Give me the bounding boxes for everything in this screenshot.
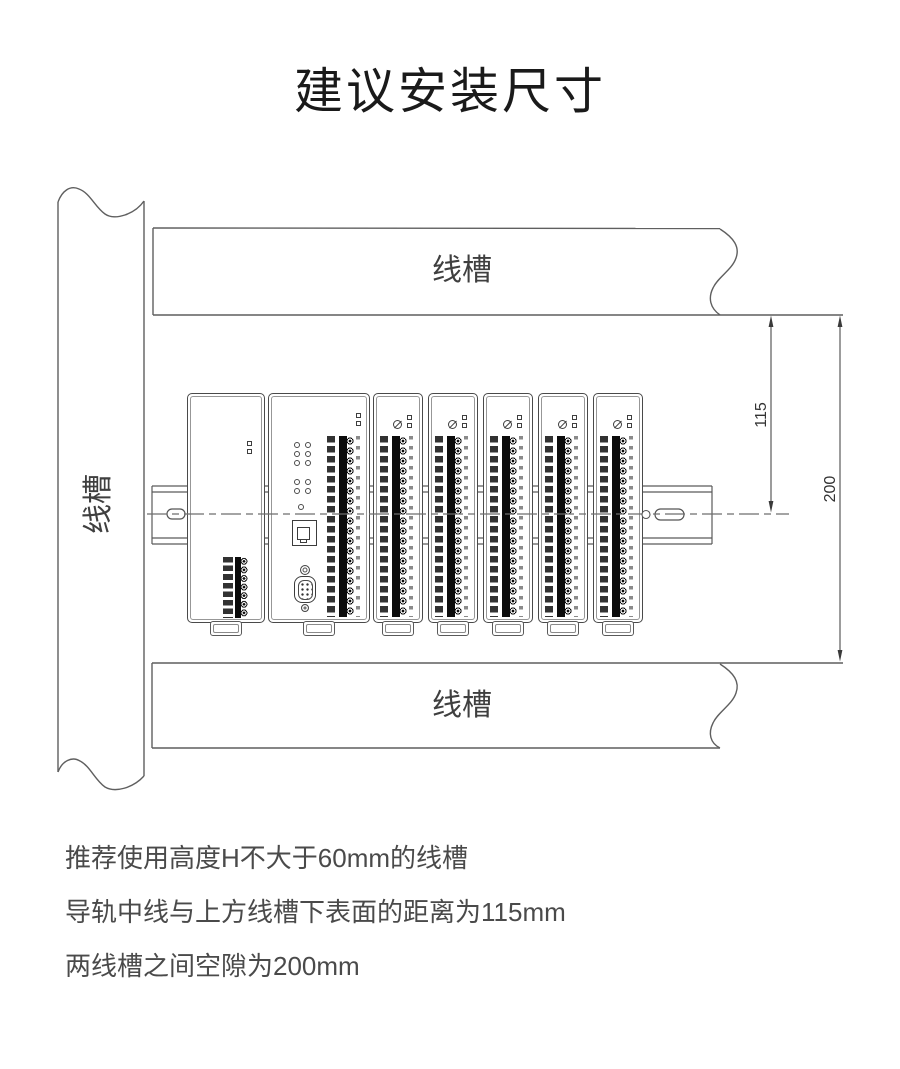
top-duct-label: 线槽 [432, 254, 492, 287]
dimension-115-label: 115 [753, 402, 770, 428]
dimension-115 [768, 315, 774, 513]
left-duct-label: 线槽 [82, 474, 115, 534]
page-title: 建议安装尺寸 [293, 65, 606, 119]
notes: 推荐使用高度H不大于60mm的线槽 导轨中线与上方线槽下表面的距离为115mm … [65, 843, 566, 1005]
dimension-200 [837, 315, 843, 662]
bottom-duct [151, 662, 843, 749]
note-rail-distance: 导轨中线与上方线槽下表面的距离为115mm [65, 897, 566, 927]
note-duct-height: 推荐使用高度H不大于60mm的线槽 [65, 843, 469, 873]
rail-hole [641, 509, 651, 520]
left-duct [57, 187, 145, 791]
dimension-200-label: 200 [822, 476, 839, 503]
bottom-duct-label: 线槽 [432, 689, 492, 722]
top-duct [152, 227, 843, 316]
note-duct-gap: 两线槽之间空隙为200mm [65, 951, 360, 981]
